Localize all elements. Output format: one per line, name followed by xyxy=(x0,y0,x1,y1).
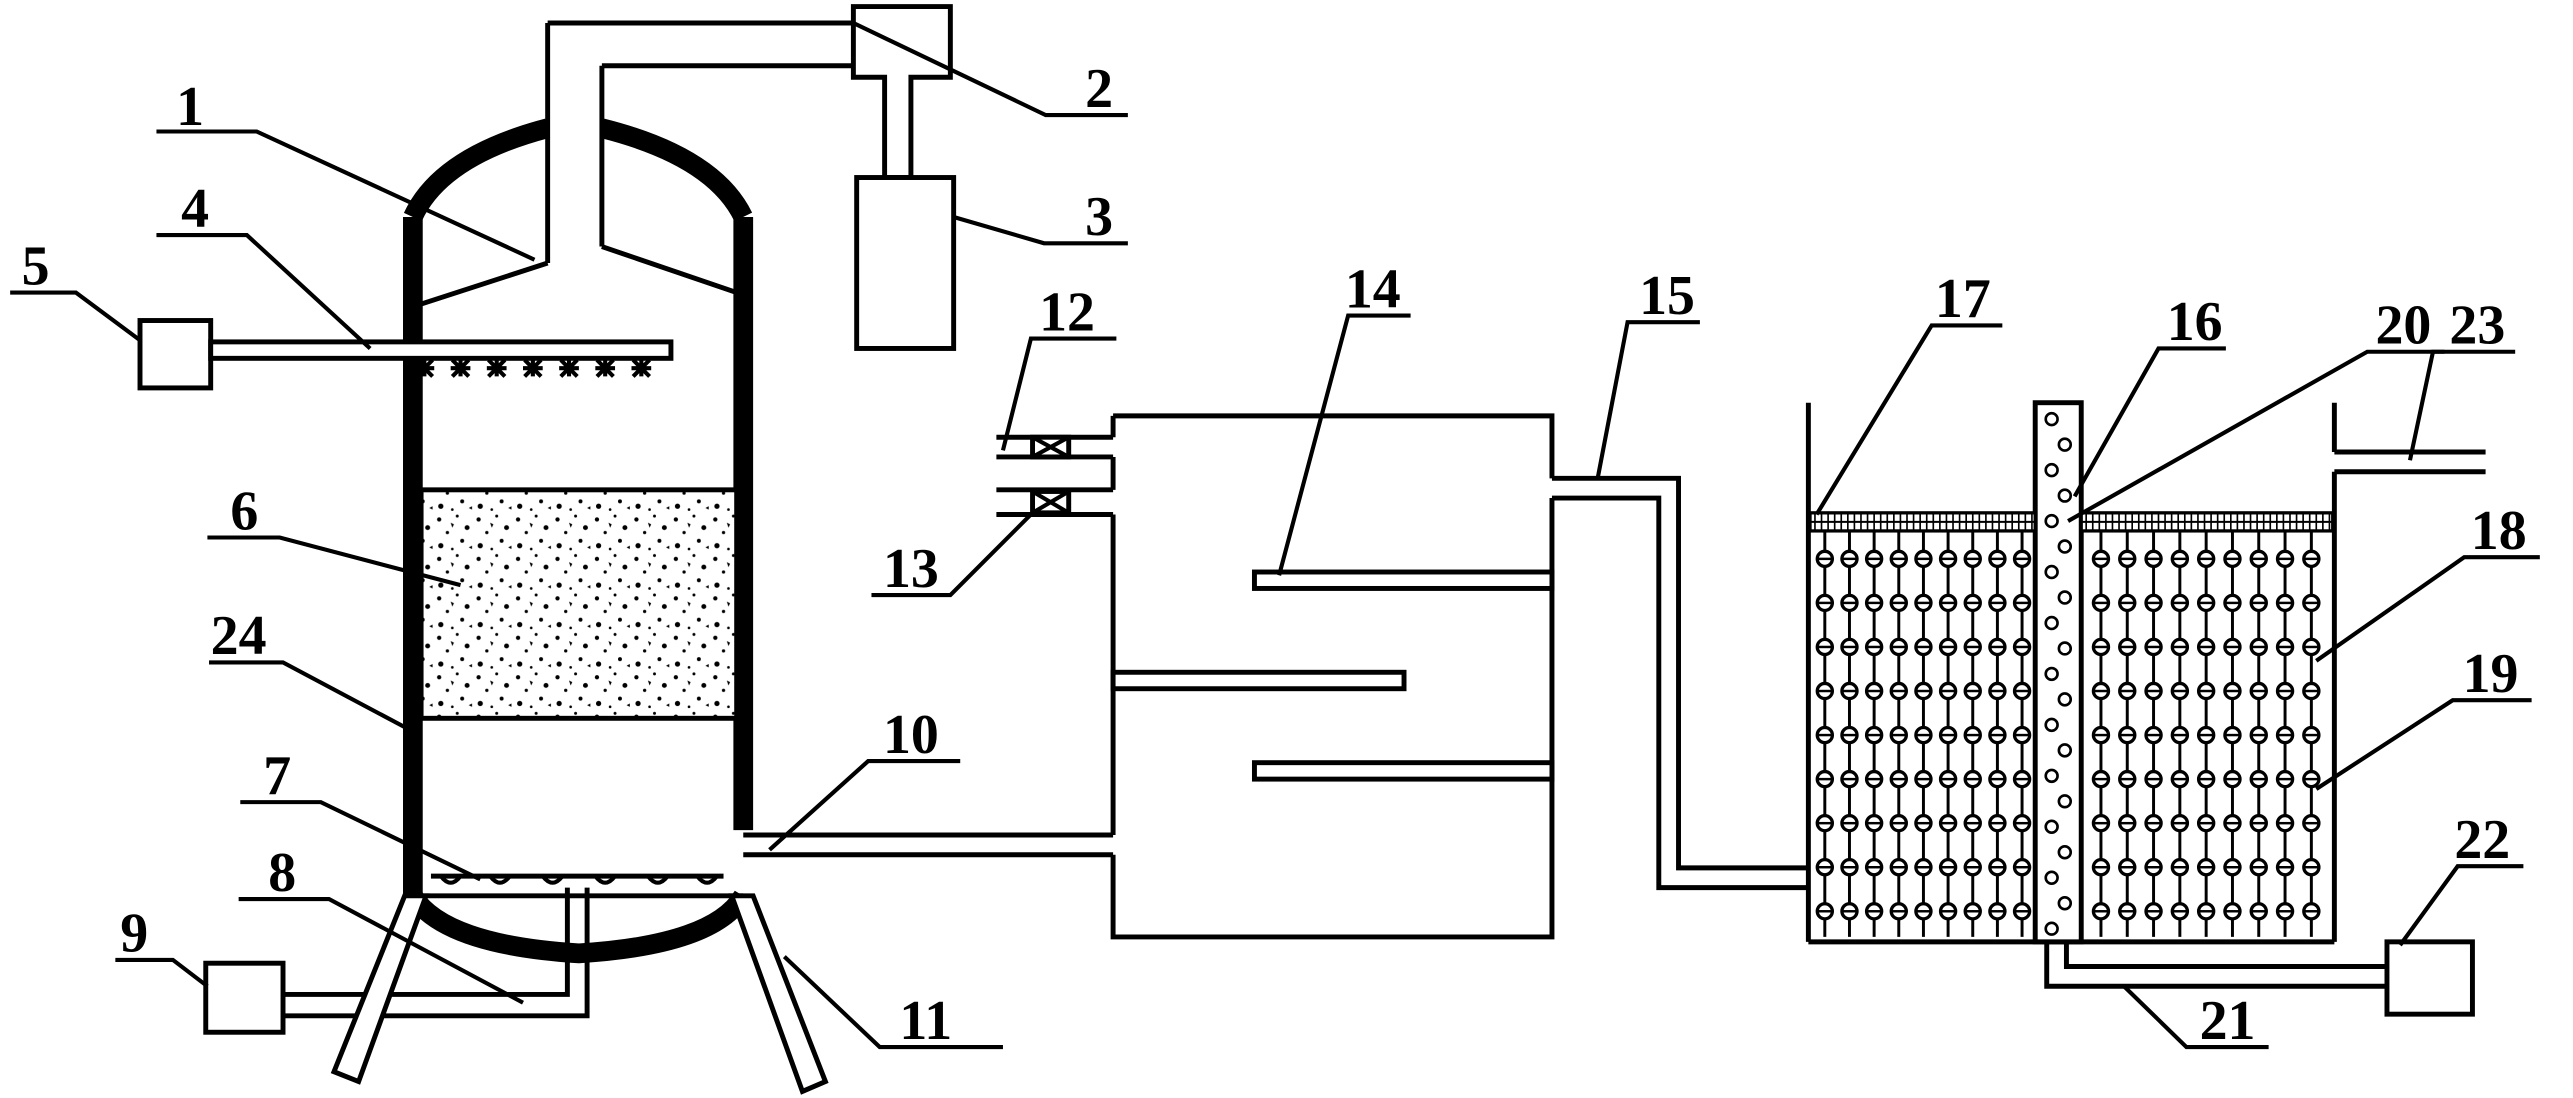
label-2: 2 xyxy=(1085,58,1113,120)
leader-lines xyxy=(10,21,2540,1050)
label-4: 4 xyxy=(181,178,209,240)
label-9: 9 xyxy=(120,903,148,965)
labels: 1 2 3 4 5 6 24 7 8 9 10 11 12 13 14 15 1… xyxy=(22,58,2527,1052)
label-8: 8 xyxy=(268,842,296,904)
outlet-pipe xyxy=(743,832,1114,858)
spray-nozzles xyxy=(414,358,652,378)
label-3: 3 xyxy=(1085,186,1113,248)
inlet-pump xyxy=(203,960,286,1035)
gas-hood xyxy=(420,20,854,307)
spray-pump xyxy=(137,318,214,391)
label-11: 11 xyxy=(899,990,952,1052)
label-1: 1 xyxy=(176,76,204,138)
baffle-lower xyxy=(1251,760,1555,782)
label-19: 19 xyxy=(2463,643,2519,705)
valve-pipe-lower xyxy=(996,487,1114,517)
label-13: 13 xyxy=(883,538,939,600)
air-pump xyxy=(2384,939,2475,1017)
connecting-pipe xyxy=(1551,475,1809,891)
valve-pipe-upper xyxy=(996,434,1114,460)
label-18: 18 xyxy=(2471,500,2527,562)
label-17: 17 xyxy=(1935,268,1991,330)
label-5: 5 xyxy=(22,235,50,297)
air-pipe xyxy=(2044,941,2387,989)
settling-tank xyxy=(1110,413,1555,940)
label-16: 16 xyxy=(2167,291,2223,353)
support-mesh xyxy=(1808,511,2335,533)
collection-bottle xyxy=(854,175,957,351)
label-23: 23 xyxy=(2449,295,2505,357)
spray-pipe xyxy=(208,339,674,361)
air-bubbles xyxy=(2044,411,2073,936)
baffle-middle xyxy=(1110,669,1407,692)
support-legs xyxy=(330,893,829,1095)
label-21: 21 xyxy=(2200,990,2256,1052)
label-15: 15 xyxy=(1639,265,1695,327)
label-12: 12 xyxy=(1039,281,1095,343)
label-22: 22 xyxy=(2454,809,2510,871)
label-7: 7 xyxy=(263,745,291,807)
packing-layer xyxy=(418,487,740,721)
baffle-upper xyxy=(1251,569,1555,591)
reactor-vessel xyxy=(403,118,754,964)
bottom-distributor xyxy=(430,873,724,885)
media-strings xyxy=(1815,530,2321,937)
label-24: 24 xyxy=(211,605,267,667)
label-14: 14 xyxy=(1345,258,1401,320)
label-10: 10 xyxy=(883,704,939,766)
label-6: 6 xyxy=(230,480,258,542)
label-20: 20 xyxy=(2375,295,2431,357)
